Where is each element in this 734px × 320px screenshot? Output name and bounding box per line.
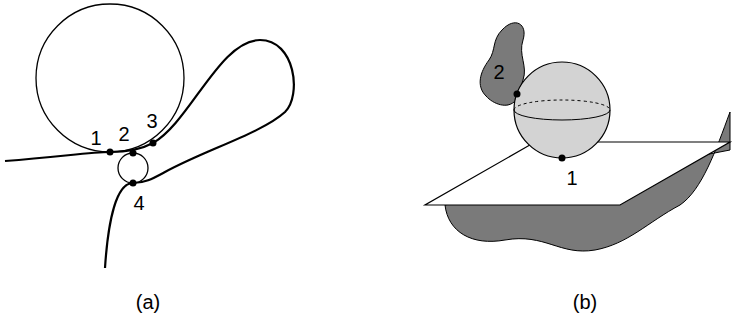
- contact-dot: [107, 149, 114, 156]
- large-circle: [36, 4, 184, 152]
- callout-number: 2: [118, 124, 129, 144]
- panel-label: (a): [136, 292, 160, 312]
- callout-number: 1: [90, 128, 101, 148]
- contact-dot: [514, 91, 521, 98]
- contact-dot: [130, 180, 137, 187]
- equator-back: [514, 100, 610, 110]
- equator-front: [514, 110, 610, 120]
- callout-number: 4: [133, 193, 144, 213]
- contact-dot: [130, 150, 137, 157]
- curve: [5, 40, 294, 268]
- contact-dot: [150, 140, 157, 147]
- sphere: [514, 62, 610, 158]
- callout-number: 3: [146, 111, 157, 131]
- upper-surface: [480, 23, 524, 105]
- small-circle: [118, 153, 148, 183]
- panel-label: (b): [573, 292, 597, 312]
- contact-dot: [559, 155, 566, 162]
- callout-number: 1: [566, 168, 577, 188]
- callout-number: 2: [493, 62, 504, 82]
